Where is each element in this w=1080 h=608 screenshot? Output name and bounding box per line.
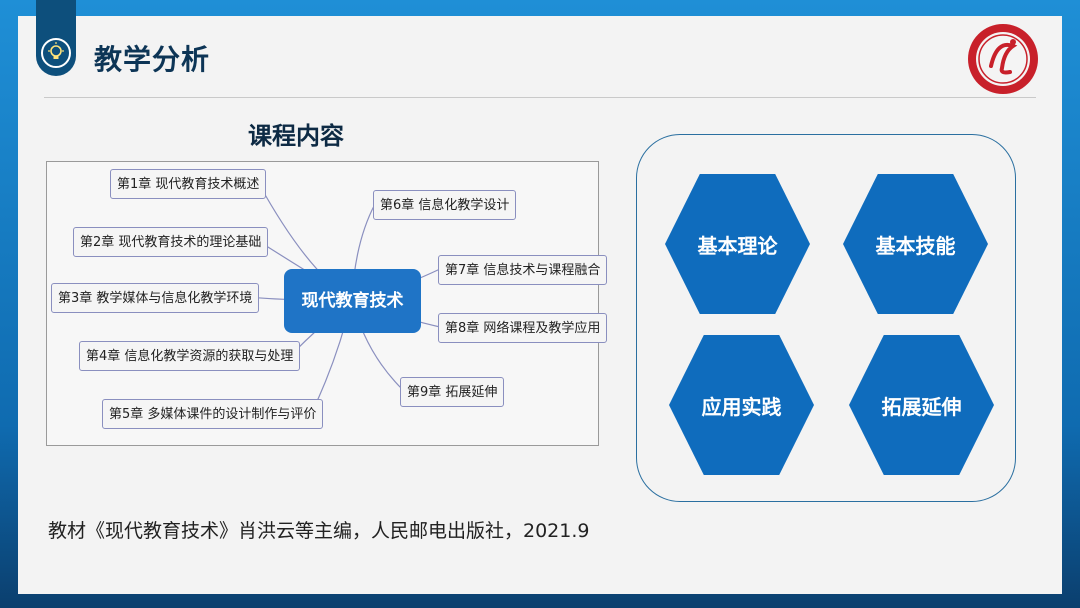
mindmap-node-chapter-3: 第3章 教学媒体与信息化教学环境 bbox=[51, 283, 260, 313]
university-seal-logo bbox=[966, 22, 1040, 96]
hex-basic-skills: 基本技能 bbox=[843, 174, 988, 314]
mindmap-node-chapter-2: 第2章 现代教育技术的理论基础 bbox=[73, 227, 269, 257]
mindmap-node-chapter-8: 第8章 网络课程及教学应用 bbox=[438, 313, 608, 343]
mindmap-node-chapter-1: 第1章 现代教育技术概述 bbox=[110, 169, 267, 199]
skills-panel bbox=[636, 134, 1016, 502]
section-title: 课程内容 bbox=[248, 122, 344, 150]
textbook-reference: 教材《现代教育技术》肖洪云等主编，人民邮电出版社，2021.9 bbox=[48, 520, 590, 542]
hex-extension: 拓展延伸 bbox=[849, 335, 994, 475]
mindmap-node-chapter-9: 第9章 拓展延伸 bbox=[400, 377, 505, 407]
header-divider bbox=[44, 97, 1036, 98]
lightbulb-icon bbox=[41, 38, 71, 68]
mindmap-node-chapter-4: 第4章 信息化教学资源的获取与处理 bbox=[79, 341, 301, 371]
mindmap-node-chapter-7: 第7章 信息技术与课程融合 bbox=[438, 255, 608, 285]
hex-basic-theory: 基本理论 bbox=[665, 174, 810, 314]
mindmap-center-node: 现代教育技术 bbox=[284, 269, 421, 333]
mindmap: 第1章 现代教育技术概述 第2章 现代教育技术的理论基础 第3章 教学媒体与信息… bbox=[46, 161, 608, 446]
mindmap-node-chapter-6: 第6章 信息化教学设计 bbox=[373, 190, 517, 220]
mindmap-node-chapter-5: 第5章 多媒体课件的设计制作与评价 bbox=[102, 399, 324, 429]
hex-applied-practice: 应用实践 bbox=[669, 335, 814, 475]
page-title: 教学分析 bbox=[94, 43, 211, 76]
